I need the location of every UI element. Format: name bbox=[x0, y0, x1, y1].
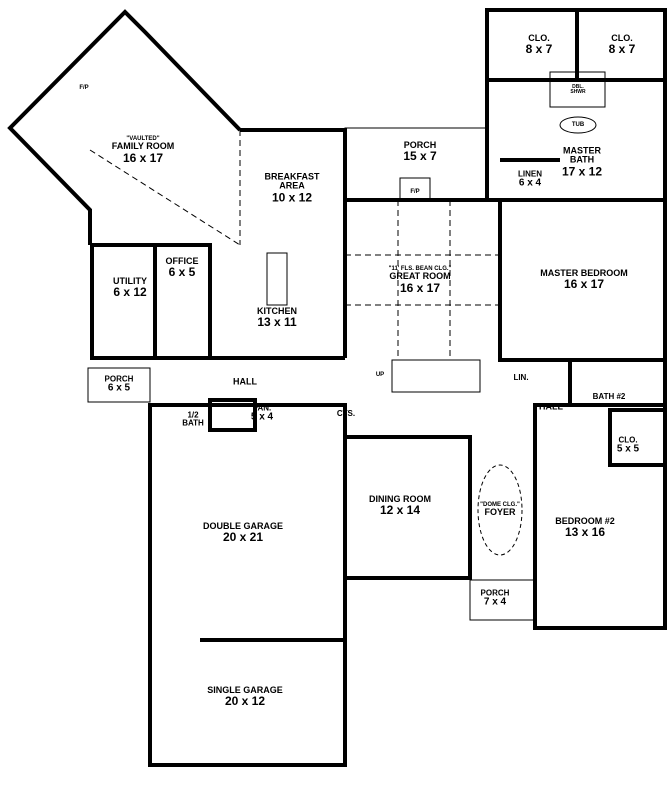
stairs-up-label: UP bbox=[375, 371, 385, 378]
shower-label: DBL. SHWR bbox=[570, 83, 586, 95]
family-room-wall bbox=[7, 9, 242, 245]
utility-wall bbox=[90, 243, 157, 360]
room-bath-2: BATH #2 bbox=[592, 391, 626, 401]
fireplace-label-great-room: F/P bbox=[410, 188, 420, 195]
kitchen-island bbox=[266, 252, 288, 306]
room-pantry: PAN.5 x 4 bbox=[250, 403, 274, 423]
office-wall bbox=[153, 243, 212, 360]
shower bbox=[549, 71, 606, 108]
foyer-dome bbox=[477, 464, 523, 556]
dining-wall bbox=[343, 435, 472, 580]
room-foyer: "DOME CLG."FOYER bbox=[480, 502, 520, 518]
room-closet-3: CLO.5 x 5 bbox=[616, 435, 640, 455]
porch-left bbox=[87, 367, 151, 403]
tub bbox=[559, 116, 597, 134]
closet2-wall bbox=[608, 408, 667, 467]
tub-label: TUB bbox=[571, 121, 585, 128]
stairs bbox=[391, 359, 481, 393]
room-closet-2: CLO.8 x 7 bbox=[608, 32, 636, 57]
fireplace-label: F/P bbox=[79, 84, 89, 91]
porch-front bbox=[469, 579, 536, 621]
room-linen-closet: LIN. bbox=[513, 372, 529, 382]
garage-wall bbox=[148, 403, 347, 767]
room-hall-2: HALL bbox=[539, 401, 563, 412]
pantry-wall bbox=[208, 398, 257, 432]
room-closet-cts: CTS. bbox=[336, 408, 356, 418]
room-half-bath: 1/2 BATH bbox=[182, 410, 204, 428]
fireplace bbox=[399, 177, 431, 201]
room-hall: HALL bbox=[233, 376, 257, 387]
room-closet-1: CLO.8 x 7 bbox=[525, 32, 553, 57]
bath2-wall bbox=[568, 358, 667, 407]
